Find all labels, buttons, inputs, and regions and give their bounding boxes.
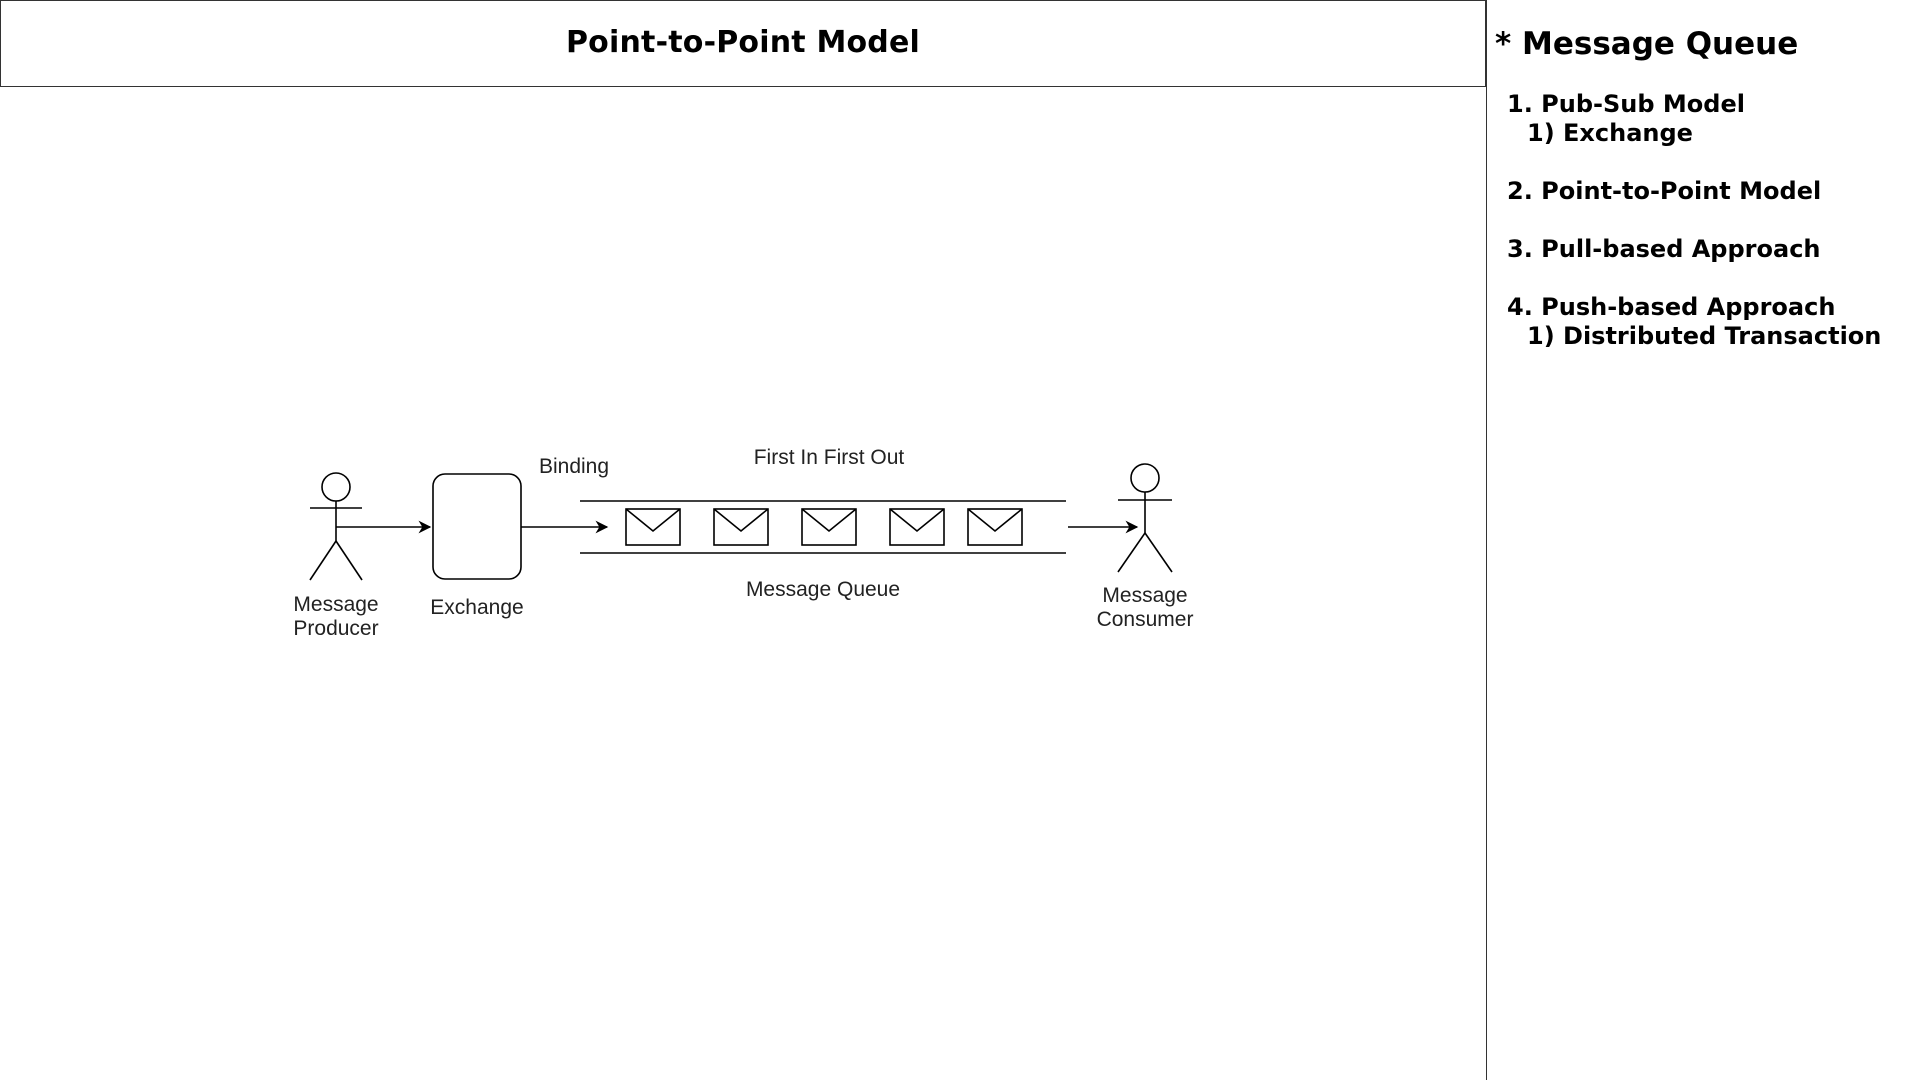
consumer-label-line2: Consumer xyxy=(1097,608,1194,631)
queue-label: Message Queue xyxy=(746,578,900,601)
toc-sub-distributed-transaction: 1) Distributed Transaction xyxy=(1527,322,1882,350)
header-box: Point-to-Point Model xyxy=(0,0,1486,87)
envelope-icon xyxy=(801,508,857,546)
side-panel: * Message Queue 1. Pub-Sub Model 1) Exch… xyxy=(1486,0,1920,1080)
envelope-icon xyxy=(967,508,1023,546)
envelope-icon xyxy=(889,508,945,546)
envelope-icon xyxy=(713,508,769,546)
envelope-icon xyxy=(625,508,681,546)
toc-item-pull-based: 3. Pull-based Approach xyxy=(1507,235,1821,263)
producer-label-line1: Message xyxy=(293,593,378,616)
consumer-label-line1: Message xyxy=(1102,584,1187,607)
toc-item-push-based: 4. Push-based Approach xyxy=(1507,293,1836,321)
binding-label: Binding xyxy=(539,455,609,478)
exchange-label: Exchange xyxy=(430,596,523,619)
toc-item-pub-sub: 1. Pub-Sub Model xyxy=(1507,90,1745,118)
consumer-person-icon xyxy=(1117,463,1173,573)
page-title: Point-to-Point Model xyxy=(565,25,921,60)
point-to-point-diagram: Message Producer Exchange Binding First … xyxy=(293,446,1194,640)
fifo-label: First In First Out xyxy=(754,446,905,469)
exchange-box xyxy=(432,473,522,580)
producer-person-icon xyxy=(309,472,363,581)
toc-item-point-to-point: 2. Point-to-Point Model xyxy=(1507,177,1822,205)
toc-sub-exchange: 1) Exchange xyxy=(1527,119,1693,147)
side-title: * Message Queue xyxy=(1495,26,1799,62)
producer-label-line2: Producer xyxy=(293,617,378,640)
